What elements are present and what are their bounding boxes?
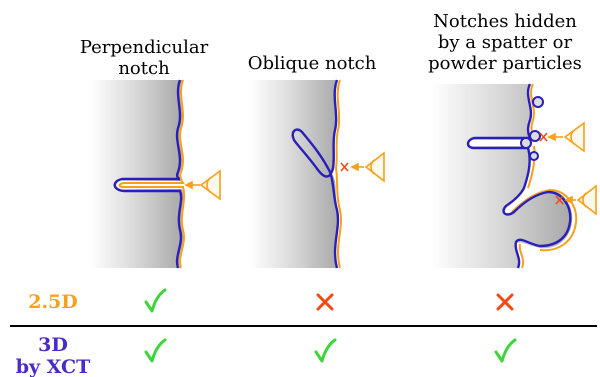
view-arrow-icon — [350, 162, 364, 172]
panel-oblique-notch — [250, 79, 385, 269]
powder-particle — [529, 151, 539, 161]
surface-outline-blue — [291, 79, 340, 269]
row-label-line: 3D — [38, 334, 68, 356]
spatter-particle — [532, 96, 544, 108]
surface-outline-orange — [511, 83, 578, 269]
view-arrow-icon — [184, 180, 200, 190]
row-label-3d-xct: 3D by XCT — [16, 334, 91, 377]
surface-outline-orange — [334, 79, 342, 269]
column-title-line: Oblique notch — [248, 53, 377, 74]
row-label-line: 2.5D — [28, 291, 78, 313]
eye-icon — [576, 184, 597, 216]
powder-particle — [520, 137, 532, 149]
check-icon — [144, 338, 167, 363]
blocked-view-x-icon — [340, 162, 349, 172]
row-label-2-5d: 2.5D — [28, 291, 78, 313]
metal-section — [90, 80, 184, 268]
surface-outline-orange — [118, 79, 186, 269]
check-icon — [144, 288, 167, 313]
check-icon — [314, 338, 337, 363]
check-icon — [494, 338, 517, 363]
cross-icon — [496, 293, 514, 311]
surface-outline-blue — [113, 79, 183, 269]
eye-icon — [199, 169, 221, 201]
row-label-line: by XCT — [16, 356, 91, 377]
column-title-line: by a spatter or — [438, 32, 573, 53]
result-marks — [144, 288, 517, 363]
view-arrow-icon — [547, 132, 563, 142]
eye-icon — [364, 151, 385, 183]
metal-section — [430, 84, 573, 268]
panel-hidden-notches — [430, 83, 597, 269]
column-title-line: notch — [118, 58, 170, 79]
column-title-hidden: Notches hidden by a spatter or powder pa… — [428, 11, 582, 74]
cross-icon — [316, 293, 334, 311]
metal-section — [250, 80, 339, 268]
powder-particle — [529, 130, 541, 142]
view-arrow-icon — [564, 195, 576, 205]
blocked-view-x-icon — [539, 132, 548, 142]
column-title-oblique: Oblique notch — [248, 53, 377, 74]
column-title-line: Perpendicular — [80, 37, 209, 58]
panel-perpendicular-notch — [90, 79, 221, 269]
eye-icon — [563, 121, 585, 153]
column-title-line: powder particles — [428, 53, 582, 74]
column-title-perpendicular: Perpendicular notch — [80, 37, 209, 79]
column-title-line: Notches hidden — [433, 11, 577, 32]
blocked-view-x-icon — [555, 195, 564, 205]
